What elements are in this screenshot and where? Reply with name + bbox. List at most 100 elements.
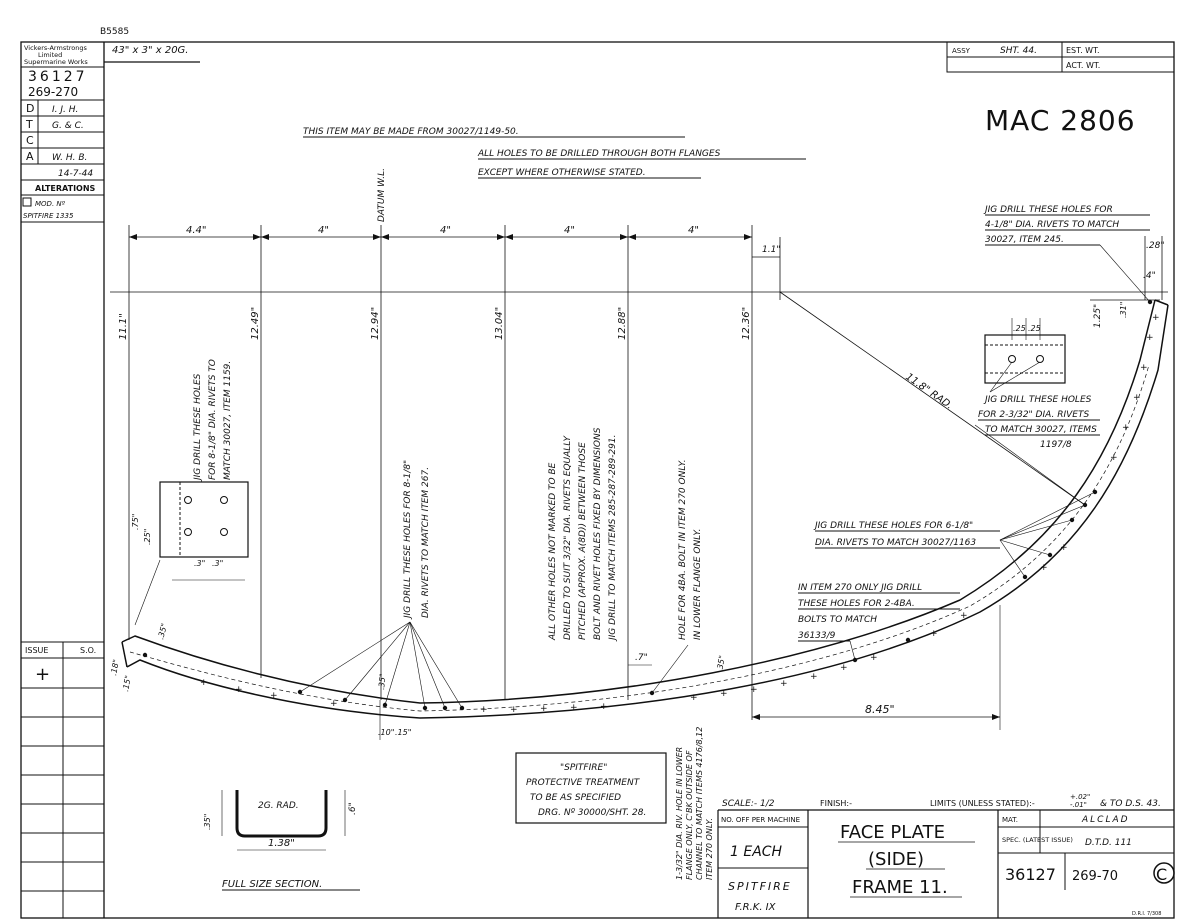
callout-jig-left: JIG DRILL THESE HOLES FOR 8-1/8" DIA. RI… [193,359,233,482]
jig-left-3: MATCH 30027, ITEM 1159. [223,361,233,480]
tb-tol-lo: -.01" [1070,801,1087,809]
item270-2: THESE HOLES FOR 2-4BA. [798,599,915,609]
item-range: 269-270 [28,85,78,99]
lf-1: 1-3/32" DIA. RIV. HOLE IN LOWER [675,747,684,880]
svg-text:+: + [780,679,788,689]
lf-4: ITEM 270 ONLY. [705,818,714,880]
h-11-1: 11.1" [118,313,129,340]
alt-mod: MOD. Nº [35,200,66,208]
sig-val-t: G. & C. [52,121,84,131]
callout-jig-2-332: JIG DRILL THESE HOLES FOR 2-3/32" DIA. R… [974,395,1100,506]
jig6-1: JIG DRILL THESE HOLES FOR 6-1/8" [813,521,973,531]
dim-15: .15" [121,675,133,693]
detail-view-left: .75" .25" .3" .3" [131,481,249,626]
callout-jig-right: JIG DRILL THESE HOLES FOR 4-1/8" DIA. RI… [983,205,1151,303]
tb-issue-letter: C [1156,865,1167,884]
detail-75: .75" [131,514,140,530]
item270-3: BOLTS TO MATCH [798,615,877,625]
company-line-2: Limited [38,51,62,59]
callout-4ba: HOLE FOR 4BA. BOLT IN ITEM 270 ONLY. IN … [651,459,703,694]
h-12-94: 12.94" [370,307,381,340]
jig-left-1: JIG DRILL THESE HOLES [193,373,203,482]
dim-15b: .15" [395,728,411,737]
svg-text:+: + [720,689,728,699]
issue-label: ISSUE [25,646,48,655]
other-3: PITCHED (APPROX. A(8D)) BETWEEN THOSE [578,442,588,640]
drilled-holes [142,299,1153,711]
dim-top-4: 4" [564,225,575,236]
svg-text:+: + [600,702,608,712]
spitfire-treatment-box: "SPITFIRE" PROTECTIVE TREATMENT TO BE AS… [515,752,667,824]
right-end-dims: .28" .4" 1.25" .31" [1090,236,1164,328]
svg-text:+: + [960,611,968,621]
tb-tol-hi: +.02" [1070,793,1090,801]
dim-top-5: 4" [688,225,699,236]
detail-3a: .3" [194,559,205,568]
sig-val-d: I. J. H. [52,105,78,115]
dim-35-b: .35" [377,673,387,690]
company-line-1: Vickers-Armstrongs [24,44,87,52]
svg-text:+: + [200,678,208,688]
assy-block: ASSY SHT. 44. EST. WT. ACT. WT. [946,41,1175,73]
assy-label: ASSY [952,47,971,55]
tb-limits: LIMITS (UNLESS STATED):- [930,799,1035,808]
tb-mat-label: MAT. [1002,816,1018,824]
tb-ds: & TO D.S. 43. [1100,799,1161,809]
alt-spitfire: SPITFIRE 1335 [23,212,74,220]
sig-key-c: C [26,134,34,147]
alterations-label: ALTERATIONS [35,184,96,193]
spit-3: TO BE AS SPECIFIED [530,793,621,803]
tb-finish: FINISH:- [820,799,852,808]
sec-138: 1.38" [268,838,295,849]
detail-25b: .25 [1028,324,1041,333]
tb-dwg-no: 36127 [1005,865,1056,884]
svg-text:+: + [480,705,488,715]
other-2: DRILLED TO SUIT 3/32" DIA. RIVETS EQUALL… [563,435,573,640]
svg-text:+: + [1110,453,1118,463]
item270-4: 36133/9 [798,631,836,641]
tb-title-3: FRAME 11. [852,877,948,898]
sec-6: .6" [348,802,358,815]
rivet-hole-marks: +++ +++ +++ +++ +++ +++ +++ +++ ++ [200,313,1160,715]
full-size-section: .35" .6" 2G. RAD. 1.38" FULL SIZE SECTIO… [203,790,360,891]
svg-text:+: + [1140,363,1148,373]
sig-key-a: A [26,150,34,163]
dim-top-3: 4" [440,225,451,236]
sign-date: 14-7-44 [58,169,93,179]
dim-35-c: .35" [715,655,727,673]
curve-small-dims: .35" .18" .15" .35" .10" .15" .35" .7" 8… [109,605,1001,740]
svg-text:+: + [540,704,548,714]
callout-other-holes: ALL OTHER HOLES NOT MARKED TO BE DRILLED… [548,427,618,642]
dim-top-2: 4" [318,225,329,236]
dim-18: .18" [109,659,121,677]
rad-label: 11.8" RAD. [903,371,954,411]
h-12-88: 12.88" [617,307,628,340]
issue-circle [1153,862,1175,884]
tb-title-2: (SIDE) [868,849,924,870]
note-2: ALL HOLES TO BE DRILLED THROUGH BOTH FLA… [477,149,721,159]
tb-machine: SPITFIRE [728,880,792,893]
svg-text:+: + [1152,313,1160,323]
jig-left-2: FOR 8-1/8" DIA. RIVETS TO [208,359,218,480]
jig6-2: DIA. RIVETS TO MATCH 30027/1163 [815,538,976,548]
svg-text:+: + [690,693,698,703]
callout-item-270: IN ITEM 270 ONLY JIG DRILL THESE HOLES F… [798,583,960,661]
svg-text:+: + [1060,543,1068,553]
tb-mat-value: ALCLAD [1081,815,1130,825]
svg-text:+: + [570,703,578,713]
jig332-3: TO MATCH 30027, ITEMS [985,425,1097,435]
spit-2: PROTECTIVE TREATMENT [526,778,641,788]
other-1: ALL OTHER HOLES NOT MARKED TO BE [548,462,558,641]
vertical-heights: 11.1" 12.49" 12.94" 13.04" 12.88" 12.36" [118,307,752,340]
jig-mid-2: DIA. RIVETS TO MATCH ITEM 267. [421,467,431,618]
note-1: THIS ITEM MAY BE MADE FROM 30027/1149-50… [303,127,519,137]
tb-spec-value: D.T.D. 111 [1085,838,1132,848]
dim-top-1: 4.4" [186,225,207,236]
issue-mark: + [35,664,50,685]
tb-scale: SCALE:- 1/2 [722,799,775,809]
hole-4ba-1: HOLE FOR 4BA. BOLT IN ITEM 270 ONLY. [678,459,688,640]
drawing-border [20,41,1175,919]
signature-rows: D I. J. H. T G. & C. C A W. H. B. [21,100,104,165]
detail-25a: .25 [1013,324,1026,333]
